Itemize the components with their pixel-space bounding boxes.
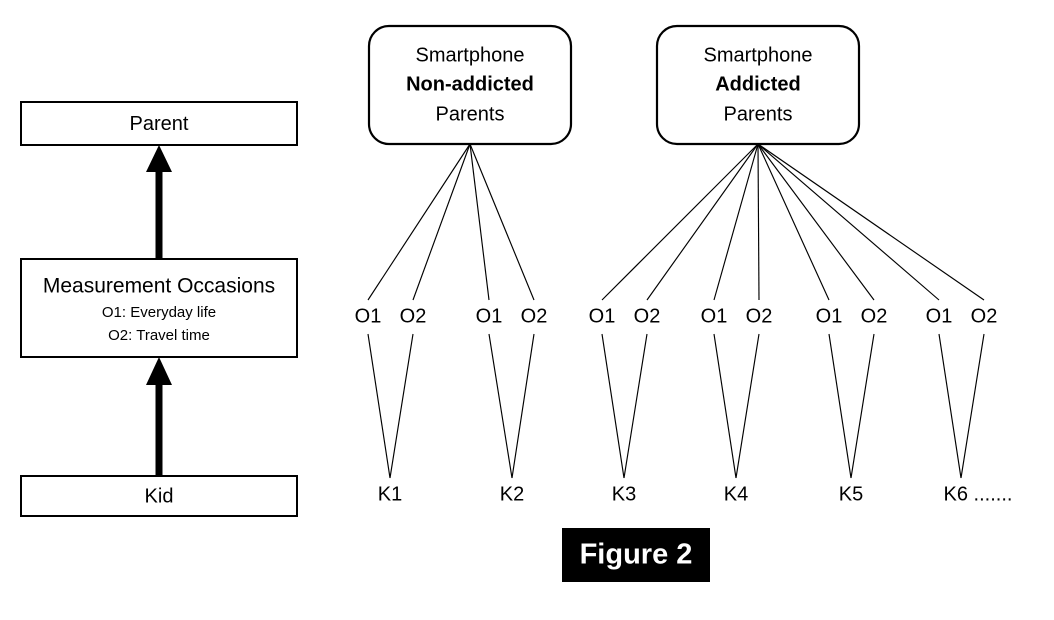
kid-box-label: Kid (145, 485, 174, 507)
addicted-occasion-connectors (601, 143, 985, 301)
figure-caption-label: Figure 2 (580, 539, 693, 571)
group-addicted: Smartphone Addicted Parents O1 O2 O1 O2 … (589, 24, 1013, 505)
measurement-occasions-level-box: Measurement Occasions O1: Everyday life … (20, 258, 298, 358)
left-hierarchy-panel: Parent Measurement Occasions O1: Everyda… (20, 101, 298, 517)
occasion-label: O1 (355, 305, 382, 327)
kid-label: K4 (724, 483, 748, 505)
non-addicted-line3: Parents (436, 103, 505, 125)
non-addicted-kid-connectors (367, 333, 535, 479)
kid-box-outline (20, 475, 298, 517)
occasion-label: O1 (589, 305, 616, 327)
addicted-line2: Addicted (715, 73, 801, 95)
occasion-label: O2 (971, 305, 998, 327)
non-addicted-occasion-connectors (367, 143, 535, 301)
occasion-label: O2 (861, 305, 888, 327)
kid-label: K1 (378, 483, 402, 505)
non-addicted-occasion-labels: O1 O2 O1 O2 (355, 305, 548, 327)
kid-label: K3 (612, 483, 636, 505)
measurement-occasions-box-outline (20, 258, 298, 358)
arrow-head-up (146, 145, 172, 172)
kid-label: K5 (839, 483, 863, 505)
group-non-addicted: Smartphone Non-addicted Parents O1 O2 O1… (355, 24, 573, 505)
parent-box-outline (20, 101, 298, 146)
addicted-kid-connectors (601, 333, 985, 479)
figure-caption: Figure 2 (562, 528, 710, 582)
addicted-line3: Parents (724, 103, 793, 125)
parent-box-label: Parent (130, 113, 189, 135)
non-addicted-line2: Non-addicted (406, 73, 534, 95)
occasion-label: O2 (521, 305, 548, 327)
kid-label: K6 ....... (944, 483, 1013, 505)
addicted-occasion-labels: O1 O2 O1 O2 O1 O2 O1 O2 (589, 305, 998, 327)
measurement-occasions-box-label: Measurement Occasions (43, 275, 275, 298)
addicted-line1: Smartphone (704, 44, 813, 66)
occasion-o1-description: O1: Everyday life (102, 304, 216, 321)
occasion-label: O1 (701, 305, 728, 327)
addicted-kid-labels: K3 K4 K5 K6 ....... (612, 483, 1013, 505)
occasion-label: O1 (816, 305, 843, 327)
figure-caption-background (562, 528, 710, 582)
kid-label: K2 (500, 483, 524, 505)
occasion-label: O2 (746, 305, 773, 327)
non-addicted-kid-labels: K1 K2 (378, 483, 524, 505)
occasion-label: O1 (476, 305, 503, 327)
arrow-head-up (146, 357, 172, 385)
kid-level-box: Kid (20, 475, 298, 517)
occasion-label: O1 (926, 305, 953, 327)
arrow-occasions-to-parent (146, 145, 172, 259)
occasion-label: O2 (634, 305, 661, 327)
occasion-label: O2 (400, 305, 427, 327)
occasion-o2-description: O2: Travel time (108, 327, 210, 344)
arrow-kid-to-occasions (146, 357, 172, 476)
parent-level-box: Parent (20, 101, 298, 146)
non-addicted-line1: Smartphone (416, 44, 525, 66)
